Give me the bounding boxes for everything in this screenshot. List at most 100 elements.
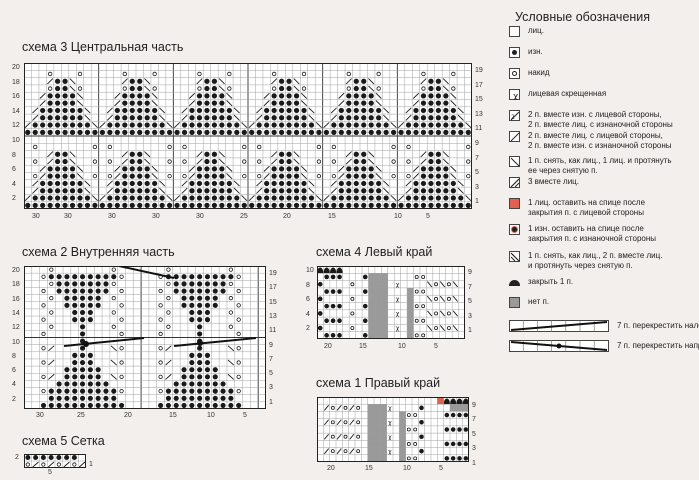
purl-dot xyxy=(419,448,424,454)
purl-dot xyxy=(443,100,449,106)
purl-dot xyxy=(212,395,218,401)
row-number: 18 xyxy=(12,281,20,289)
no-stitch-icon xyxy=(509,297,520,308)
purl-dot xyxy=(420,180,427,187)
purl-dot xyxy=(77,180,83,187)
purl-dot xyxy=(204,166,210,172)
purl-dot xyxy=(435,107,442,114)
purl-dot xyxy=(79,381,86,387)
purl-dot xyxy=(435,78,442,84)
purl-dot xyxy=(361,166,367,172)
purl-dot xyxy=(40,122,46,128)
purl-dot xyxy=(337,303,342,309)
yarn-over xyxy=(41,303,46,308)
purl-dot xyxy=(64,295,70,301)
purl-dot xyxy=(189,309,195,316)
row-number: 9 xyxy=(472,402,476,409)
purl-dot xyxy=(398,129,404,135)
purl-dot xyxy=(79,352,86,358)
yarn-over xyxy=(41,360,46,365)
yarn-over xyxy=(236,389,241,394)
purl-dot xyxy=(95,381,101,387)
purl-dot xyxy=(361,158,367,165)
purl-dot xyxy=(428,173,434,179)
row-number: 16 xyxy=(12,295,20,303)
purl-dot xyxy=(62,202,68,208)
yarn-over xyxy=(72,462,77,467)
row-number: 16 xyxy=(12,93,20,101)
purl-dot xyxy=(79,295,86,301)
purl-dot xyxy=(79,374,86,380)
purl-dot xyxy=(111,395,117,401)
purl-dot xyxy=(278,93,285,99)
purl-dot xyxy=(62,158,68,165)
row-number: 6 xyxy=(12,367,16,375)
purl-dot xyxy=(72,374,78,380)
legend-item-label: лицевая скрещенная xyxy=(528,89,607,98)
purl-dot xyxy=(204,281,211,287)
purl-dot xyxy=(435,122,442,128)
row-number: 1 xyxy=(269,398,273,406)
yarn-over xyxy=(343,420,348,425)
purl-dot xyxy=(32,129,38,135)
yarn-over xyxy=(406,442,411,446)
purl-dot xyxy=(383,195,389,201)
legend-title: Условные обозначения xyxy=(515,10,651,24)
yarn-over xyxy=(182,159,187,164)
legend-item-label: 1 п. снять, как лиц., 2 п. вместе лиц. и… xyxy=(528,251,663,270)
purl-dot xyxy=(264,129,270,135)
purl-dot xyxy=(457,412,462,418)
purl-dot xyxy=(338,188,344,194)
purl-dot xyxy=(353,195,359,201)
purl-dot xyxy=(54,85,61,92)
purl-dot xyxy=(435,100,442,106)
purl-dot xyxy=(293,202,300,208)
purl-dot xyxy=(278,85,285,92)
purl-dot xyxy=(181,295,187,301)
purl-dot xyxy=(249,129,255,135)
purl-dot xyxy=(331,202,337,208)
purl-dot xyxy=(330,289,336,294)
yarn-over xyxy=(406,144,411,150)
purl-dot xyxy=(69,129,76,135)
purl-dot xyxy=(330,318,336,324)
purl-dot xyxy=(77,122,83,128)
purl-dot xyxy=(181,274,187,280)
purl-dot xyxy=(40,107,46,114)
yarn-over xyxy=(41,331,46,337)
row-number: 19 xyxy=(269,270,277,277)
purl-dot xyxy=(420,93,427,99)
row-number: 8 xyxy=(306,281,310,289)
yarn-over xyxy=(301,86,307,91)
yarn-over xyxy=(451,71,456,77)
purl-dot xyxy=(174,129,180,135)
purl-dot xyxy=(47,129,53,135)
purl-dot xyxy=(64,402,70,408)
purl-dot xyxy=(324,289,329,294)
yarn-over xyxy=(119,360,124,365)
row-number: 6 xyxy=(306,296,310,304)
purl-dot xyxy=(166,202,173,208)
purl-dot xyxy=(103,288,109,294)
yarn-over xyxy=(421,304,426,309)
purl-dot xyxy=(293,166,300,172)
purl-dot xyxy=(137,122,143,128)
purl-dot xyxy=(338,107,344,114)
column-number: 5 xyxy=(434,343,438,350)
yarn-over xyxy=(236,317,241,322)
purl-dot xyxy=(271,122,277,128)
purl-dot xyxy=(111,274,117,280)
purl-dot xyxy=(137,129,143,135)
purl-dot xyxy=(286,93,292,99)
purl-dot xyxy=(189,281,195,287)
purl-dot xyxy=(368,173,374,179)
purl-dot xyxy=(346,166,352,172)
purl-dot xyxy=(443,115,449,121)
legend-item: 2 п. вместе лиц. с лицевой стороны, 2 п.… xyxy=(509,131,672,150)
purl-dot xyxy=(137,195,143,201)
schema2-title: схема 2 Внутренняя часть xyxy=(22,245,175,259)
purl-dot xyxy=(346,115,352,121)
purl-dot xyxy=(228,274,234,280)
purl-dot xyxy=(211,151,218,157)
purl-dot xyxy=(165,402,171,408)
